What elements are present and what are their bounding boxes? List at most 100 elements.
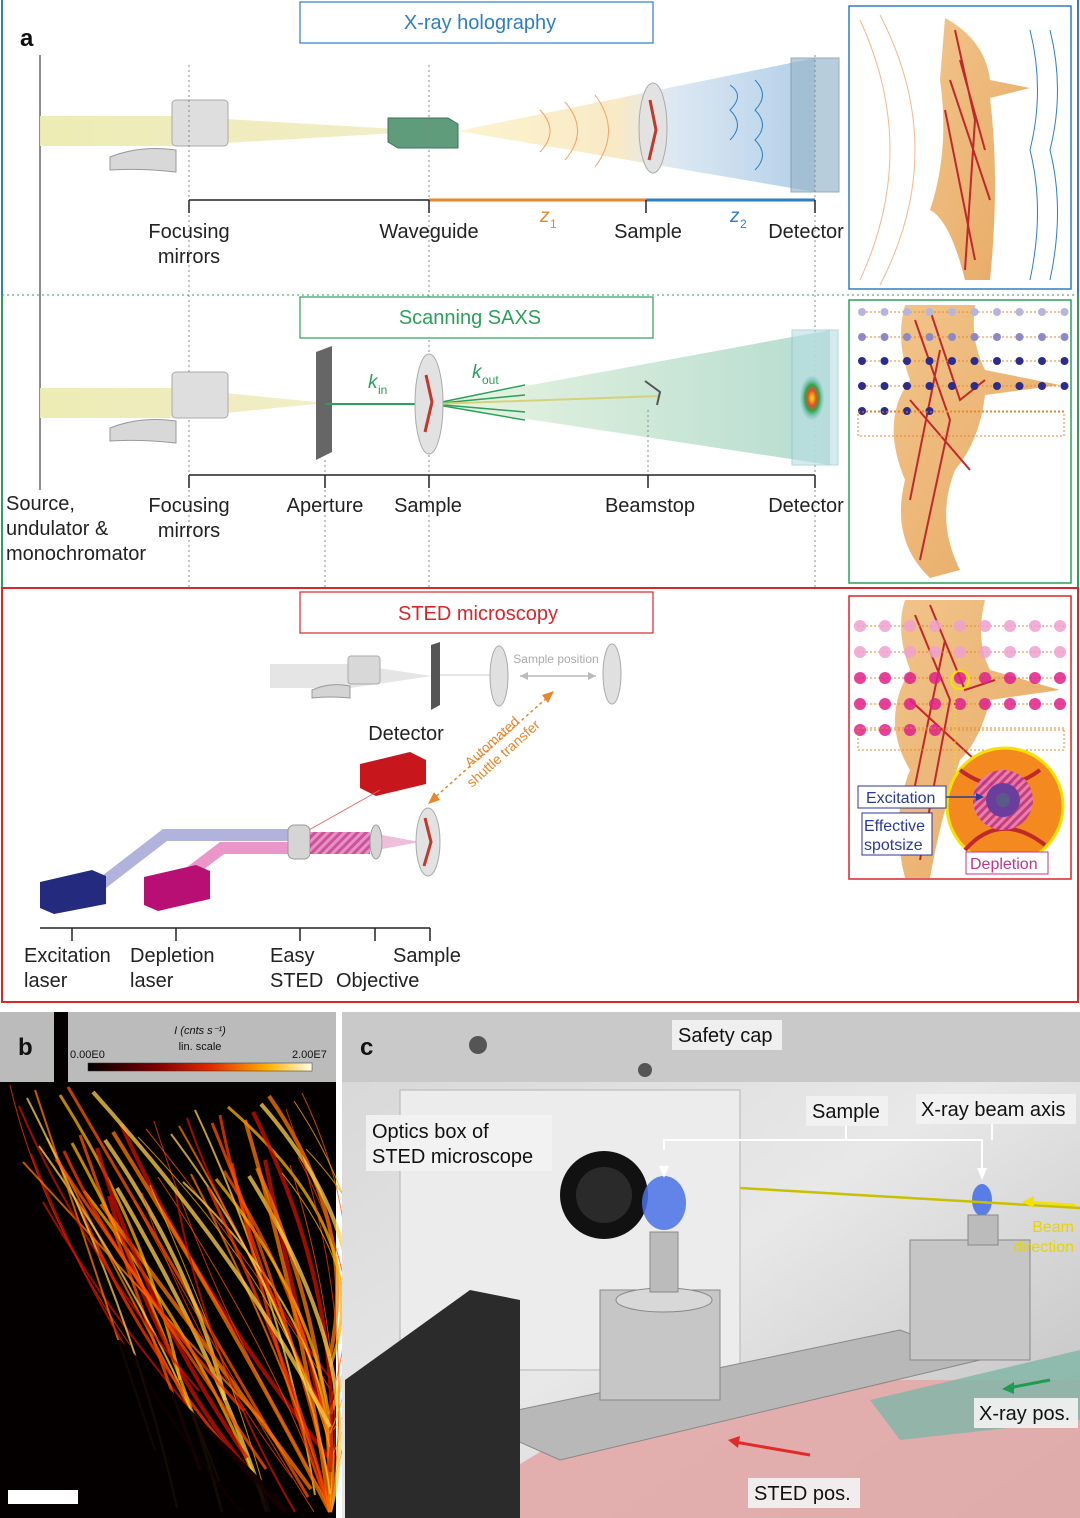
sted-sample-label: Sample (393, 945, 461, 967)
scan-point (929, 646, 941, 658)
inset-effective-label-2: spotsize (864, 837, 923, 854)
saxs-detector-label: Detector (768, 495, 844, 517)
xray-sample-marker (972, 1184, 992, 1216)
z2-label: z (729, 206, 740, 227)
colorbar-min: 0.00E0 (70, 1049, 105, 1061)
depletion-laser (144, 865, 210, 911)
sted-beam (310, 832, 370, 854)
scan-point (1060, 308, 1069, 316)
scan-point (1015, 333, 1024, 341)
scan-point (954, 672, 966, 684)
scan-point (979, 672, 991, 684)
sted-detector-label: Detector (368, 723, 444, 745)
fibre-strand (141, 1192, 293, 1479)
beam-axis-label: X-ray beam axis (921, 1099, 1066, 1121)
fibre-strand (251, 1111, 334, 1473)
beam-axis-line (739, 1186, 1080, 1210)
easy-sted-optic (287, 824, 311, 860)
scan-point (1029, 698, 1041, 710)
holo-detector-label: Detector (768, 221, 844, 243)
saxs-sample-disk (414, 353, 444, 455)
scan-point (929, 620, 941, 632)
inset-depletion-label: Depletion (970, 856, 1038, 873)
scan-point (903, 333, 911, 341)
k-in-sub: in (378, 383, 387, 397)
scan-point (979, 646, 991, 658)
beamstop-shape (644, 380, 662, 406)
mini-sample-2 (602, 643, 622, 705)
holo-sample-label: Sample (614, 221, 682, 243)
optics-label-1: Optics box of (372, 1121, 489, 1143)
scan-point (948, 308, 956, 316)
scan-point (879, 646, 891, 658)
scan-point (1054, 672, 1066, 684)
scan-point (879, 698, 891, 710)
scan-point (970, 308, 979, 316)
scan-point (880, 382, 889, 390)
fibre-strand (227, 1105, 344, 1368)
scan-point (993, 308, 1001, 316)
fibre-strand (289, 1164, 336, 1513)
scan-point (880, 407, 889, 415)
scan-point (1060, 333, 1069, 341)
scan-point (858, 308, 866, 316)
scan-point (1060, 382, 1069, 390)
holo-mirror-plate (109, 148, 177, 173)
panel-c: c Safety cap Sample X-ray beam axis Opti… (342, 1012, 1080, 1518)
colorbar-scale: lin. scale (179, 1041, 222, 1053)
easy-label-2: STED (270, 970, 323, 992)
colorbar-title: I (cnts s⁻¹) (174, 1025, 226, 1037)
scan-point (903, 382, 911, 390)
k-in-label: k (368, 372, 379, 393)
excitation-label-2: laser (24, 970, 68, 992)
scan-point (1015, 382, 1024, 390)
sted-sample-marker (642, 1176, 686, 1230)
sted-sample-disk (415, 807, 441, 877)
scan-point (904, 620, 916, 632)
scan-point (925, 407, 934, 415)
scan-point (1038, 382, 1046, 390)
fibre-strand (133, 1200, 315, 1513)
scan-point (929, 698, 941, 710)
scan-point (979, 620, 991, 632)
scan-point (993, 333, 1001, 341)
scan-point (879, 724, 891, 736)
scan-point (970, 333, 979, 341)
scan-point (925, 333, 934, 341)
fibre-strand (214, 1178, 335, 1513)
colorbar (87, 1062, 313, 1072)
mini-mirror (347, 655, 381, 685)
saxs-mirror-block (171, 371, 229, 419)
saxs-focusing-label-1: Focusing (148, 495, 229, 517)
scan-point (879, 672, 891, 684)
scan-point (858, 407, 866, 415)
fibre-strand (174, 1189, 296, 1513)
sample-position-label: Sample position (513, 652, 598, 666)
scan-point (970, 357, 979, 365)
fibre-strand (247, 1174, 342, 1513)
scan-point (903, 407, 911, 415)
source-label-2: undulator & (6, 518, 109, 540)
saxs-mirror-plate (109, 419, 177, 444)
scan-point (880, 308, 889, 316)
scan-point (1004, 698, 1016, 710)
scan-point (903, 357, 911, 365)
saxs-title: Scanning SAXS (399, 307, 541, 329)
colorbar-max: 2.00E7 (292, 1049, 327, 1061)
saxs-section: Scanning SAXS k in k out Source, undulat… (6, 296, 1072, 590)
excitation-label-1: Excitation (24, 945, 111, 967)
scan-point (880, 333, 889, 341)
holo-focusing-label-2: mirrors (158, 246, 220, 268)
holo-inset-art (859, 14, 1058, 286)
depletion-label-2: laser (130, 970, 174, 992)
scan-point (1029, 672, 1041, 684)
scan-point (854, 672, 866, 684)
xray-stage (909, 1239, 1031, 1361)
fibre-strand (54, 1158, 268, 1470)
saxs-focusing-label-2: mirrors (158, 520, 220, 542)
waveguide-block (387, 117, 459, 149)
fibre-strand (111, 1130, 332, 1513)
scan-point (954, 620, 966, 632)
saxs-sample-label: Sample (394, 495, 462, 517)
scan-point (925, 382, 934, 390)
